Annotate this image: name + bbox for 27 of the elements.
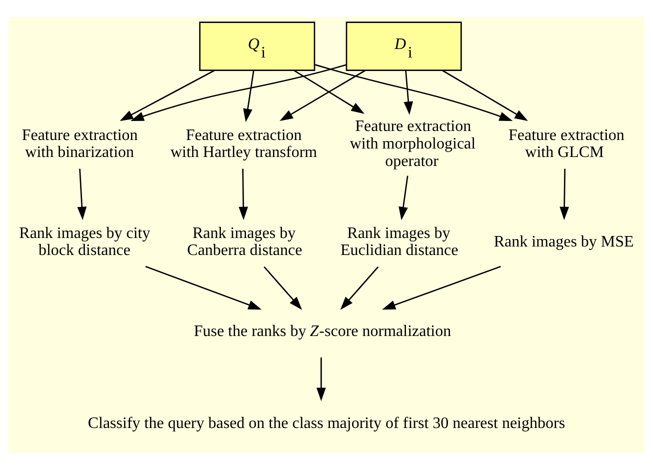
arrow — [294, 70, 365, 114]
arrow — [145, 266, 262, 310]
arrow — [316, 357, 326, 402]
arrow — [130, 64, 347, 121]
arrow — [398, 176, 408, 220]
arrow — [280, 70, 366, 122]
node-text: Rank images by Euclidian distance — [340, 224, 458, 260]
arrow — [264, 266, 302, 310]
node-text: Fuse the ranks by Z-score normalization — [194, 322, 452, 340]
arrow — [238, 168, 248, 220]
arrow — [340, 266, 379, 310]
node-text: Rank images by Canberra distance — [187, 224, 302, 260]
node-text: Feature extraction with morphological operator — [350, 118, 476, 170]
arrow — [243, 70, 254, 122]
arrow — [77, 168, 87, 220]
arrow — [314, 64, 513, 121]
node-text: Classify the query based on the class majority of first 30 nearest neighbors — [88, 414, 566, 432]
arrow — [120, 70, 215, 121]
arrow — [442, 70, 528, 122]
node-text: Feature extraction with Hartley transform — [170, 126, 318, 162]
arrow — [382, 266, 501, 310]
node-text: Feature extraction with binarization — [22, 126, 138, 162]
arrow — [404, 70, 414, 115]
node-text: Rank images by MSE — [494, 233, 634, 250]
node-text: Rank images by city block distance — [19, 224, 150, 260]
node-text: Feature extraction with GLCM — [508, 126, 624, 162]
arrow — [560, 168, 569, 220]
